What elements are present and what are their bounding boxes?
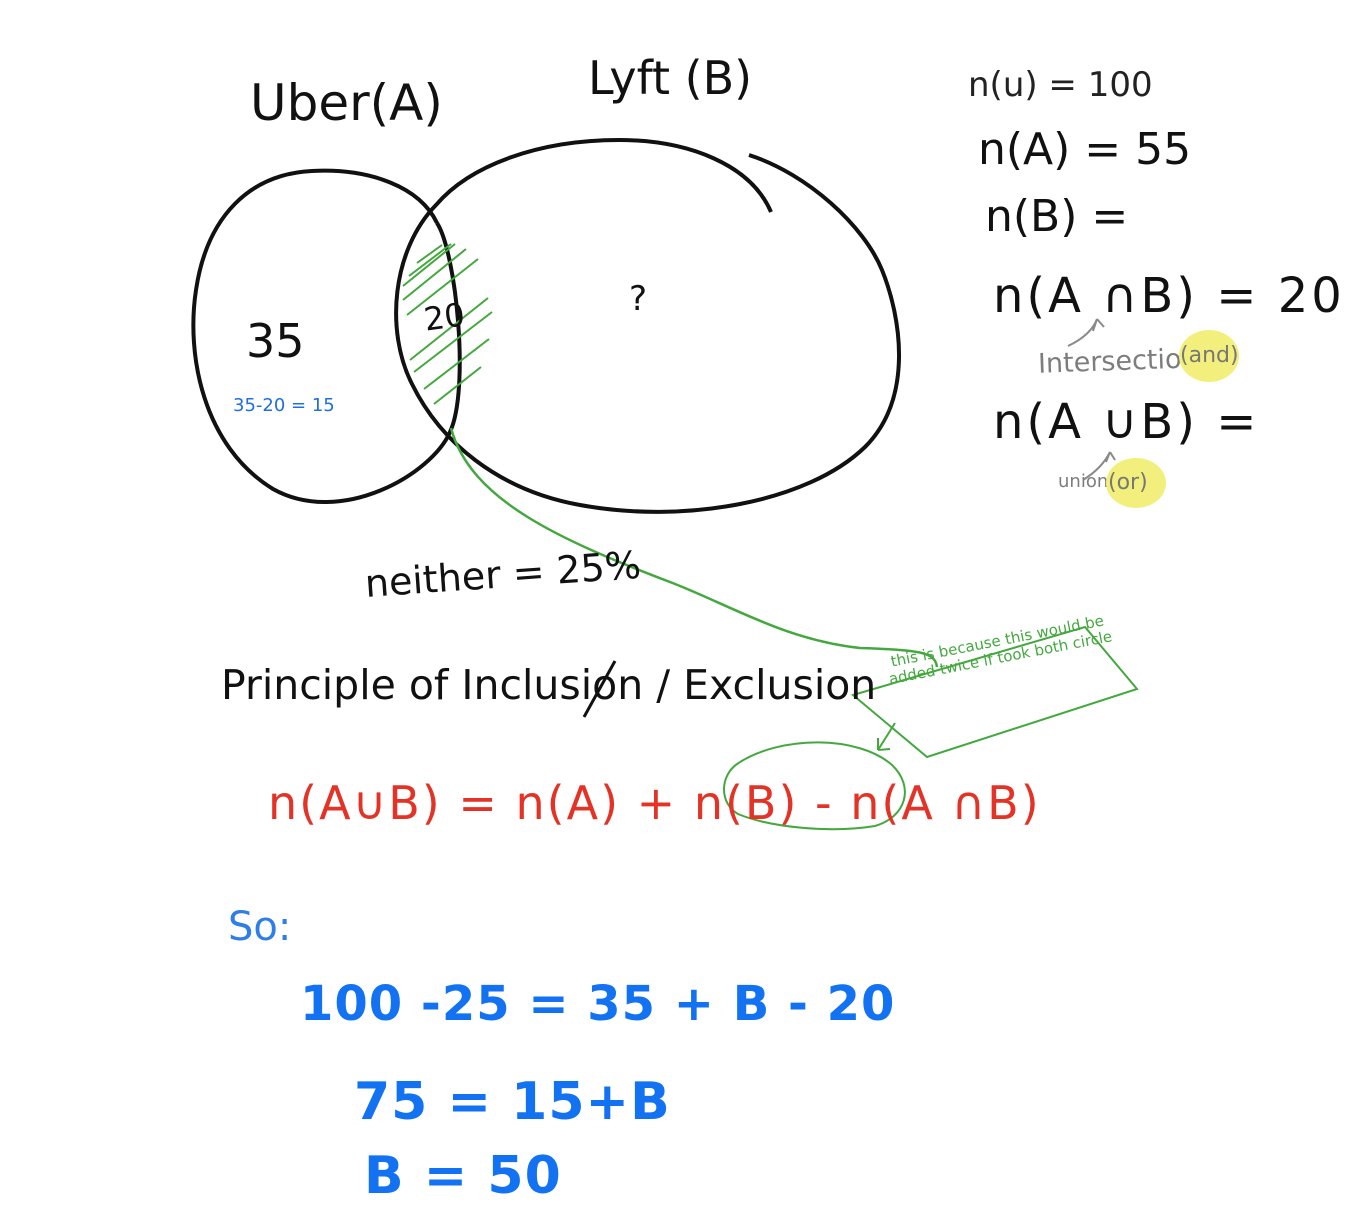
intersection-label: Intersection	[1037, 343, 1200, 380]
b-only-value: ?	[629, 279, 648, 319]
union-count: n(A ∪B) =	[993, 394, 1260, 450]
union-label: union	[1058, 471, 1109, 492]
set-b-count: n(B) =	[985, 191, 1129, 242]
or-note: (or)	[1108, 470, 1148, 495]
a-only-value: 35	[246, 314, 305, 368]
inclusion-exclusion-formula: n(A∪B) = n(A) + n(B) - n(A ∩B)	[268, 776, 1041, 830]
principle-slash	[582, 660, 617, 718]
and-highlight	[1179, 330, 1239, 382]
uber-circle	[191, 168, 462, 505]
solution-line-1: 100 -25 = 35 + B - 20	[300, 976, 896, 1032]
set-b-title: Lyft (B)	[588, 51, 753, 105]
note-box-outline	[850, 625, 1139, 759]
lyft-circle	[394, 137, 901, 514]
intersection-arrow	[1067, 318, 1105, 347]
intersection-count: n(A ∩B) = 20	[993, 268, 1345, 324]
note-connector-line	[449, 427, 939, 668]
universe-count: n(u) = 100	[968, 65, 1153, 105]
or-highlight	[1106, 458, 1166, 508]
note-arrow	[877, 722, 896, 751]
intersection-value: 20	[421, 295, 468, 339]
solution-line-2: 75 = 15+B	[354, 1072, 671, 1132]
union-arrow	[1082, 451, 1116, 481]
formula-highlight-ellipse	[723, 741, 906, 831]
and-note: (and)	[1180, 343, 1239, 368]
set-a-title: Uber(A)	[250, 74, 443, 132]
principle-title: Principle of Inclusion / Exclusion	[221, 661, 877, 709]
solution-label: So:	[228, 904, 292, 950]
intersection-hatching	[402, 243, 493, 405]
solution-line-3: B = 50	[364, 1146, 562, 1206]
a-only-calculation: 35-20 = 15	[233, 395, 335, 416]
set-a-count: n(A) = 55	[978, 124, 1192, 175]
